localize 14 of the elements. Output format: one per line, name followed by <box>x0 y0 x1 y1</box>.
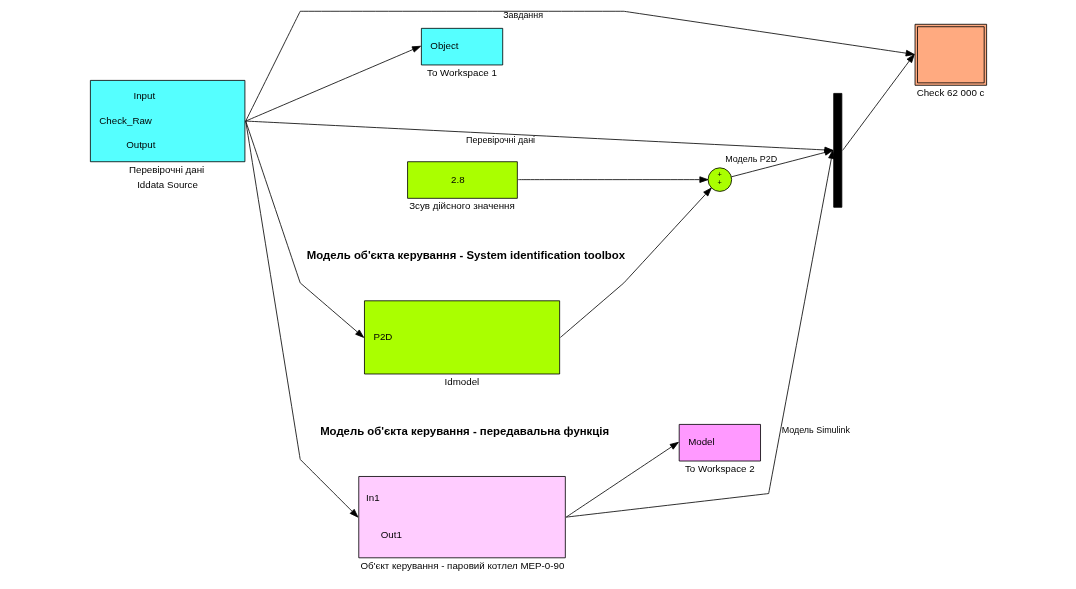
edge-label: Завдання <box>502 10 543 21</box>
label: Модель об'єкта керування - передавальна функція <box>319 424 609 437</box>
edge-label: Модель Simulink <box>781 425 850 436</box>
node-label: Iddata Source <box>136 179 198 191</box>
node-label: Перевірочні дані <box>128 163 204 175</box>
node-label: To Workspace 1 <box>426 67 497 79</box>
node-label: Об'єкт керування - паровий котлел МЕР-0-90 <box>359 559 564 571</box>
edge-label: Модель P2D <box>724 154 777 165</box>
edge-label: Перевірочні дані <box>465 134 535 145</box>
node-label: Check 62 000 с <box>916 87 984 99</box>
node-label: Зсув дійсного значення <box>408 200 515 212</box>
node-label: To Workspace 2 <box>684 463 755 475</box>
label: Модель об'єкта керування - System identification toolbox <box>306 249 625 262</box>
node-label: Idmodel <box>444 376 479 388</box>
